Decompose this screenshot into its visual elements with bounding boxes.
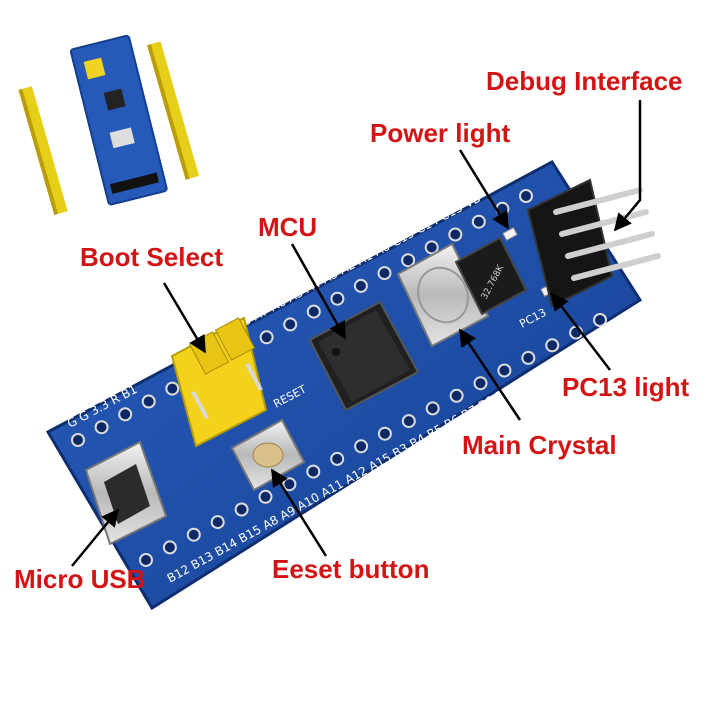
pin-hole	[118, 407, 133, 422]
bottom-pin-row	[139, 313, 607, 567]
pin-hole	[545, 338, 560, 353]
pin-hole	[448, 227, 463, 242]
pin-hole	[330, 291, 345, 306]
arrow-micro-usb	[71, 508, 120, 567]
pin-hole	[354, 439, 369, 454]
pin-hole	[593, 313, 607, 327]
arrow-main-crystal	[458, 328, 522, 421]
pin-hole	[141, 394, 156, 409]
arrow-pc13-light	[550, 292, 611, 371]
callout-reset-button: Eeset button	[272, 554, 430, 584]
debug-header	[526, 178, 661, 308]
callout-power-light: Power light	[370, 118, 511, 148]
pin-hole	[424, 240, 439, 255]
pin-hole	[283, 317, 298, 332]
pin-hole	[473, 376, 488, 391]
arrow-mcu	[290, 243, 347, 340]
pin-hole	[139, 553, 153, 567]
pin-hole	[425, 401, 440, 416]
pin-hole	[162, 540, 177, 555]
pin-hole	[519, 189, 533, 203]
callout-micro-usb: Micro USB	[14, 564, 146, 594]
pin-hole	[377, 426, 392, 441]
inset-board	[69, 34, 168, 206]
pin-hole	[330, 451, 345, 466]
pin-hole	[234, 502, 249, 517]
pin-hole	[94, 420, 109, 435]
pin-hole	[521, 350, 536, 365]
callout-main-crystal: Main Crystal	[462, 430, 617, 460]
pin-hole	[401, 253, 416, 268]
pin-hole	[471, 214, 486, 229]
arrow-boot-select	[162, 282, 207, 354]
pin-hole	[186, 527, 201, 542]
pin-hole	[401, 414, 416, 429]
arrow-debug-interface	[613, 100, 642, 232]
rtc-crystal: 32.768K	[454, 236, 528, 316]
callout-mcu: MCU	[258, 212, 318, 242]
pin-hole	[210, 515, 225, 530]
pin-hole	[259, 330, 274, 345]
pin-hole	[306, 304, 321, 319]
pin-hole	[353, 278, 368, 293]
pin-hole	[258, 489, 273, 504]
pin-hole	[497, 363, 512, 378]
callout-arrows	[71, 100, 642, 567]
inset-pin-strip-left	[18, 86, 68, 215]
callout-pc13-light: PC13 light	[562, 372, 690, 402]
pin-hole	[165, 381, 180, 396]
reset-button	[230, 418, 306, 492]
callout-boot-select: Boot Select	[80, 242, 224, 272]
pin-hole	[282, 477, 297, 492]
arrow-power-light	[458, 149, 510, 230]
callout-debug-interface: Debug Interface	[486, 66, 683, 96]
inset-pin-strip-right	[147, 41, 200, 180]
inset-photo	[0, 0, 228, 228]
pin-hole	[306, 464, 321, 479]
pin-hole	[71, 433, 85, 447]
main-crystal	[396, 242, 490, 348]
power-led	[502, 226, 518, 242]
pin-hole	[449, 388, 464, 403]
arrow-reset-button	[270, 468, 328, 557]
pin-hole	[377, 266, 392, 281]
